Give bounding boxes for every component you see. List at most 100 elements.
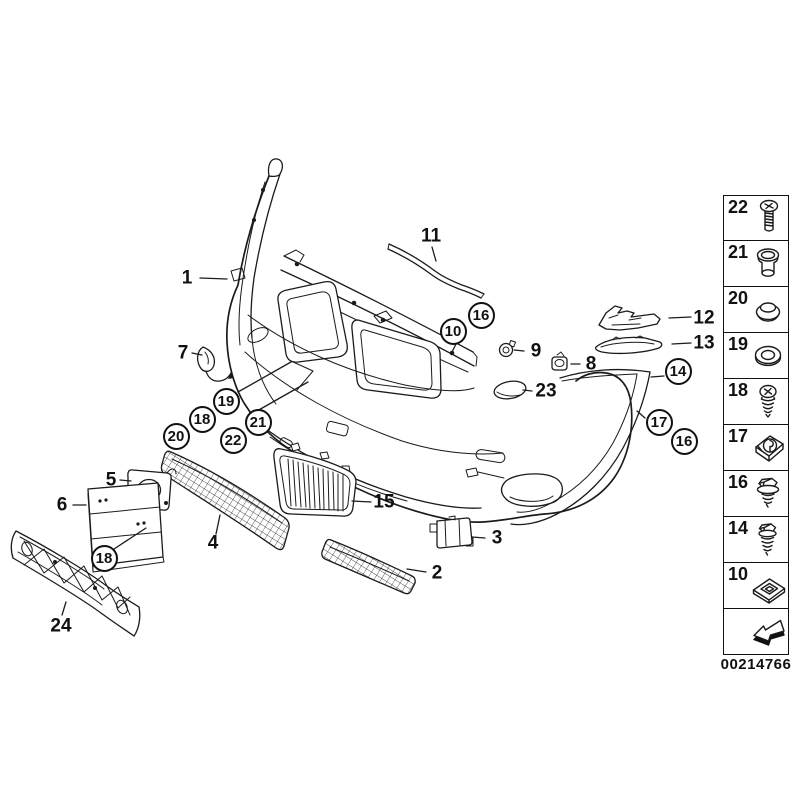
callout-balloon-20[interactable]: 20 bbox=[162, 422, 190, 450]
part-13-support-strip bbox=[594, 335, 663, 355]
callout-label-11[interactable]: 11 bbox=[421, 227, 441, 246]
callout-label-number: 15 bbox=[373, 491, 395, 513]
callout-balloon-number: 17 bbox=[650, 413, 668, 431]
sidebar-part-box-18[interactable]: 18 bbox=[723, 379, 789, 425]
sidebar-part-box-20[interactable]: 20 bbox=[723, 287, 789, 333]
machine-screw-icon bbox=[748, 197, 788, 239]
callout-label-number: 8 bbox=[585, 353, 597, 375]
callout-label-4[interactable]: 4 bbox=[208, 534, 219, 553]
sidebar-part-box-16[interactable]: 16 bbox=[723, 471, 789, 517]
callout-balloon-18[interactable]: 18 bbox=[188, 405, 216, 433]
callout-label-number: 1 bbox=[181, 267, 193, 289]
callout-label-23[interactable]: 23 bbox=[535, 382, 556, 401]
sidebar-part-number: 19 bbox=[728, 334, 749, 354]
callout-balloon-10[interactable]: 10 bbox=[439, 317, 467, 345]
callout-label-1[interactable]: 1 bbox=[182, 269, 193, 288]
callout-label-3[interactable]: 3 bbox=[492, 529, 503, 548]
speed-nut-icon bbox=[748, 427, 788, 469]
part-15-kidney-grille bbox=[273, 442, 357, 517]
callout-balloon-16[interactable]: 16 bbox=[670, 427, 698, 455]
callout-label-number: 24 bbox=[50, 615, 72, 637]
fastener-legend-sidebar: 22 21 20 19 18 17 16 14 10 bbox=[723, 195, 789, 655]
sidebar-part-number: 20 bbox=[728, 288, 749, 308]
callout-balloon-number: 22 bbox=[224, 431, 242, 449]
callout-label-5[interactable]: 5 bbox=[106, 471, 117, 490]
sidebar-part-number: 17 bbox=[728, 426, 749, 446]
sidebar-part-box-14[interactable]: 14 bbox=[723, 517, 789, 563]
sidebar-part-box-arrow[interactable] bbox=[723, 609, 789, 655]
part-4-center-grille bbox=[160, 450, 290, 551]
sidebar-part-number: 21 bbox=[728, 242, 749, 262]
callout-label-9[interactable]: 9 bbox=[531, 342, 542, 361]
callout-balloon-number: 16 bbox=[472, 306, 490, 324]
part-11-trim-strip bbox=[387, 243, 485, 299]
callout-label-number: 9 bbox=[530, 340, 542, 362]
callout-balloon-number: 19 bbox=[217, 392, 235, 410]
leader-lines bbox=[61, 246, 692, 616]
part-23-washer-cover-cap bbox=[493, 380, 527, 400]
callout-balloon-number: 18 bbox=[95, 549, 113, 567]
threaded-sleeve-icon bbox=[748, 243, 788, 285]
callout-label-number: 6 bbox=[56, 494, 68, 516]
self-tapping-screw-icon bbox=[748, 381, 788, 423]
washer-icon bbox=[748, 335, 788, 377]
callout-label-24[interactable]: 24 bbox=[50, 617, 71, 636]
callout-balloon-14[interactable]: 14 bbox=[664, 357, 692, 385]
sidebar-part-number: 16 bbox=[728, 472, 749, 492]
sidebar-part-box-19[interactable]: 19 bbox=[723, 333, 789, 379]
callout-label-2[interactable]: 2 bbox=[432, 564, 443, 583]
callout-label-number: 5 bbox=[105, 469, 117, 491]
callout-balloon-21[interactable]: 21 bbox=[244, 408, 272, 436]
callout-balloon-number: 20 bbox=[167, 427, 185, 445]
callout-label-6[interactable]: 6 bbox=[57, 496, 68, 515]
side-trim-strip bbox=[510, 368, 651, 526]
callout-label-8[interactable]: 8 bbox=[586, 355, 597, 374]
callout-balloon-19[interactable]: 19 bbox=[212, 387, 240, 415]
callout-label-number: 13 bbox=[693, 332, 715, 354]
kidney-opening-right bbox=[351, 319, 442, 399]
callout-label-15[interactable]: 15 bbox=[373, 493, 394, 512]
callout-balloon-17[interactable]: 17 bbox=[645, 408, 673, 436]
callout-label-7[interactable]: 7 bbox=[178, 344, 189, 363]
part-2-side-grille bbox=[321, 538, 416, 595]
callout-balloon-number: 16 bbox=[675, 432, 693, 450]
sidebar-part-box-10[interactable]: 10 bbox=[723, 563, 789, 609]
callout-label-number: 3 bbox=[491, 527, 503, 549]
callout-balloon-number: 18 bbox=[193, 410, 211, 428]
sidebar-part-number: 18 bbox=[728, 380, 749, 400]
callout-label-number: 4 bbox=[207, 532, 219, 554]
part-3-bracket bbox=[429, 515, 474, 549]
callout-balloon-18[interactable]: 18 bbox=[90, 544, 118, 572]
direction-arrow-icon bbox=[748, 611, 788, 653]
callout-balloon-16[interactable]: 16 bbox=[467, 301, 495, 329]
cap-grommet-icon bbox=[748, 289, 788, 331]
part-8-clip bbox=[551, 351, 568, 371]
callout-label-number: 23 bbox=[535, 380, 557, 402]
sidebar-part-box-22[interactable]: 22 bbox=[723, 195, 789, 241]
part-7-towhook-cover bbox=[196, 346, 234, 382]
sidebar-part-box-21[interactable]: 21 bbox=[723, 241, 789, 287]
callout-label-12[interactable]: 12 bbox=[693, 309, 714, 328]
callout-balloon-number: 10 bbox=[444, 322, 462, 340]
callout-balloon-22[interactable]: 22 bbox=[219, 426, 247, 454]
sidebar-part-number: 14 bbox=[728, 518, 749, 538]
sidebar-part-box-17[interactable]: 17 bbox=[723, 425, 789, 471]
hex-flange-bolt-icon bbox=[748, 473, 788, 515]
hex-screw-icon bbox=[748, 519, 788, 561]
part-12-bracket bbox=[598, 305, 661, 331]
callout-label-number: 7 bbox=[177, 342, 189, 364]
sidebar-part-number: 10 bbox=[728, 564, 749, 584]
callout-balloon-number: 21 bbox=[249, 413, 267, 431]
sidebar-part-number: 22 bbox=[728, 197, 749, 217]
callout-label-13[interactable]: 13 bbox=[693, 334, 714, 353]
callout-label-number: 11 bbox=[420, 225, 442, 247]
bumper-trim-panel-drawing bbox=[226, 158, 651, 526]
grille-slats bbox=[287, 458, 344, 512]
part-24-plate-support bbox=[10, 530, 141, 637]
kidney-opening-left bbox=[277, 281, 348, 363]
diagram-number: 00214766 bbox=[720, 656, 792, 673]
callout-label-number: 2 bbox=[431, 562, 443, 584]
